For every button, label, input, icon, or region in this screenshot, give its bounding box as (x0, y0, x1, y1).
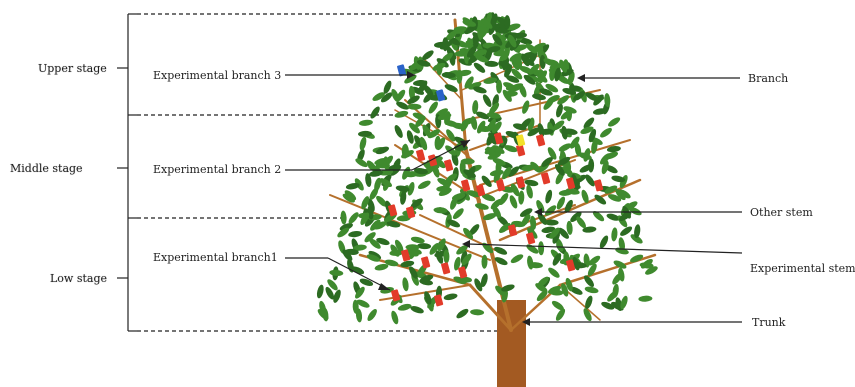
leaf (390, 310, 400, 325)
leaf (638, 295, 652, 302)
leaf (607, 116, 622, 129)
leaf (525, 184, 534, 199)
leaf (359, 119, 374, 126)
leaf (316, 284, 325, 299)
leaf (405, 129, 415, 144)
trunk (497, 300, 526, 387)
leaf (417, 179, 432, 191)
experimental-branch-2-label: Experimental branch 2 (153, 163, 281, 176)
leaf (410, 305, 425, 315)
leaf (591, 209, 606, 223)
leaf (538, 241, 544, 255)
leaf (508, 194, 519, 209)
red-marker (444, 159, 454, 171)
leaf (588, 158, 594, 172)
leaf (481, 93, 493, 108)
leaf (402, 277, 410, 292)
leaf (348, 230, 363, 238)
leaf (525, 243, 540, 256)
leaf (359, 277, 374, 287)
leaf (340, 210, 347, 224)
leaf (417, 243, 431, 250)
leaf (544, 189, 553, 204)
experimental-branch-3-label: Experimental branch 3 (153, 69, 281, 82)
leaf (407, 104, 421, 110)
leaf (496, 80, 502, 94)
leaf (366, 308, 379, 323)
leaf (443, 292, 458, 301)
leaf (442, 37, 448, 51)
leaf (347, 211, 360, 226)
experimental-branch-1-label: Experimental branch1 (153, 251, 278, 264)
leaf (598, 234, 610, 249)
upper-stage-label: Upper stage (38, 62, 107, 75)
leaf (509, 253, 524, 265)
red-marker (391, 289, 401, 301)
leaf (611, 227, 618, 242)
branch-label: Branch (748, 72, 788, 85)
other-stem-label: Other stem (750, 206, 813, 219)
leaf (369, 105, 382, 120)
leaf (375, 145, 390, 156)
red-marker (541, 172, 551, 184)
red-marker (536, 134, 546, 146)
stage-bracket (117, 14, 137, 331)
experimental-stem-label: Experimental stem (750, 262, 855, 275)
red-marker (441, 262, 451, 274)
leaf (443, 249, 449, 263)
leaf (358, 136, 367, 151)
leaf (393, 124, 405, 139)
leaf (329, 269, 343, 276)
middle-stage-label: Middle stage (10, 162, 83, 175)
leaf (410, 236, 425, 245)
red-marker (434, 294, 444, 306)
low-stage-label: Low stage (50, 272, 107, 285)
red-marker (516, 176, 526, 188)
leaf (472, 61, 487, 75)
leaf (470, 309, 484, 316)
leaf (599, 126, 614, 139)
trunk-label: Trunk (752, 316, 785, 329)
leaf (489, 169, 504, 178)
leaf (455, 307, 470, 320)
leaf (397, 303, 412, 312)
leaf (444, 83, 459, 94)
red-marker (594, 179, 604, 191)
